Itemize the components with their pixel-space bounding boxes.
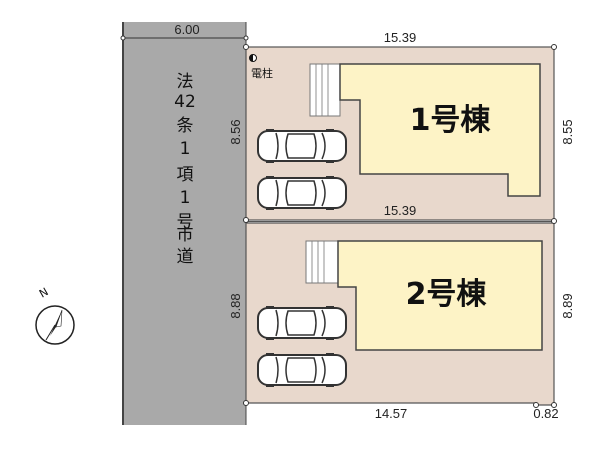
lot-1-left-dimension: 8.56 xyxy=(228,119,243,144)
road-label-line-7: 号 xyxy=(177,212,194,232)
car-icon xyxy=(257,305,347,341)
lot-2-left-dimension: 8.88 xyxy=(228,293,243,318)
building-2: 2号棟 xyxy=(305,240,543,351)
road-label-line-1: 法 xyxy=(177,72,194,92)
lot-1-right-dimension: 8.55 xyxy=(560,119,575,144)
lot-2-bottom-dimension: 14.57 xyxy=(375,406,408,421)
road-label-line-3: 条 xyxy=(177,116,194,136)
road-label-line-5: 項 xyxy=(177,165,194,185)
utility-pole: 電柱 xyxy=(249,54,273,80)
car-icon xyxy=(257,128,347,164)
road xyxy=(123,22,246,425)
road-label-line-2: 42 xyxy=(174,92,196,112)
building-2-label: 2号棟 xyxy=(406,277,488,312)
road-label-line-6: 1 xyxy=(180,188,191,208)
compass-north-label: N xyxy=(37,285,51,300)
compass: N xyxy=(35,285,75,345)
lot-2-bottom-extra-dimension: 0.82 xyxy=(533,406,558,421)
road-label-line-9: 道 xyxy=(177,247,194,267)
car-icon xyxy=(257,175,347,211)
road-label-line-8: 市 xyxy=(177,225,194,245)
utility-pole-label: 電柱 xyxy=(251,66,273,80)
car-icon xyxy=(257,352,347,388)
road-label-line-4: 1 xyxy=(180,139,191,159)
building-1-label: 1号棟 xyxy=(410,103,492,138)
lot-2-right-dimension: 8.89 xyxy=(560,293,575,318)
lot-1-bottom-dimension: 15.39 xyxy=(384,203,417,218)
lot-1-top-dimension: 15.39 xyxy=(384,30,417,45)
road-width-label: 6.00 xyxy=(174,22,199,37)
building-1: 1号棟 xyxy=(309,63,541,197)
